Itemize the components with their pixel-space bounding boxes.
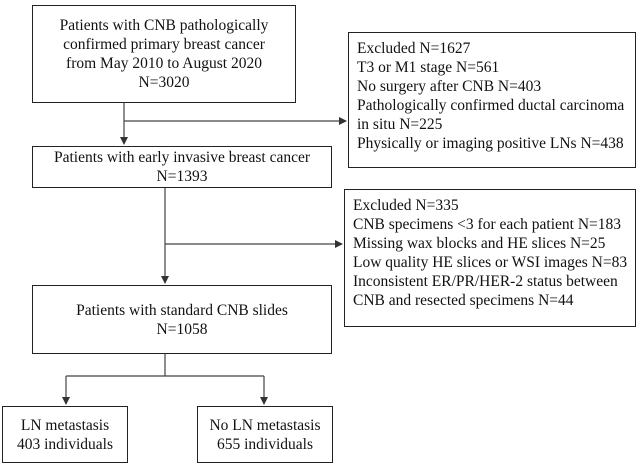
ln-meta-line-1: LN metastasis — [20, 416, 110, 434]
standard-line-1: Patients with standard CNB slides — [76, 301, 288, 319]
excluded1-line-6: Physically or imaging positive LNs N=438 — [357, 135, 624, 152]
initial-line-4: N=3020 — [138, 74, 190, 91]
excluded1-line-3: No surgery after CNB N=403 — [357, 78, 542, 95]
ln-metastasis-box: LN metastasis 403 individuals — [2, 406, 128, 463]
no-ln-metastasis-box: No LN metastasis 655 individuals — [197, 406, 333, 463]
early-line-1: Patients with early invasive breast canc… — [53, 149, 311, 166]
standard-cnb-box: Patients with standard CNB slides N=1058 — [32, 285, 332, 354]
no-ln-meta-line-2: 655 individuals — [216, 435, 313, 453]
excluded1-line-4: Pathologically confirmed ductal carcinom… — [357, 97, 625, 114]
excluded1-line-2: T3 or M1 stage N=561 — [357, 59, 500, 76]
excluded1-line-5: in situ N=225 — [357, 116, 443, 133]
excluded2-line-5: Inconsistent ER/PR/HER-2 status between — [353, 273, 618, 290]
ln-meta-line-2: 403 individuals — [16, 435, 113, 453]
excluded1-line-1: Excluded N=1627 — [357, 40, 471, 57]
initial-line-2: confirmed primary breast cancer — [63, 36, 265, 53]
excluded2-line-1: Excluded N=335 — [353, 197, 459, 214]
initial-cohort-box: Patients with CNB pathologically confirm… — [32, 5, 296, 103]
excluded-1-box: Excluded N=1627 T3 or M1 stage N=561 No … — [348, 32, 636, 168]
excluded2-line-4: Low quality HE slices or WSI images N=83 — [353, 254, 628, 271]
initial-line-1: Patients with CNB pathologically — [59, 17, 269, 34]
early-line-2: N=1393 — [156, 168, 208, 185]
excluded2-line-6: CNB and resected specimens N=44 — [353, 292, 574, 309]
excluded2-line-3: Missing wax blocks and HE slices N=25 — [353, 235, 606, 252]
excluded2-line-2: CNB specimens <3 for each patient N=183 — [353, 216, 622, 233]
early-invasive-box: Patients with early invasive breast canc… — [32, 146, 332, 188]
no-ln-meta-line-1: No LN metastasis — [209, 416, 321, 434]
excluded-2-box: Excluded N=335 CNB specimens <3 for each… — [344, 189, 636, 327]
initial-line-3: from May 2010 to August 2020 — [66, 55, 262, 72]
standard-line-2: N=1058 — [156, 320, 208, 338]
